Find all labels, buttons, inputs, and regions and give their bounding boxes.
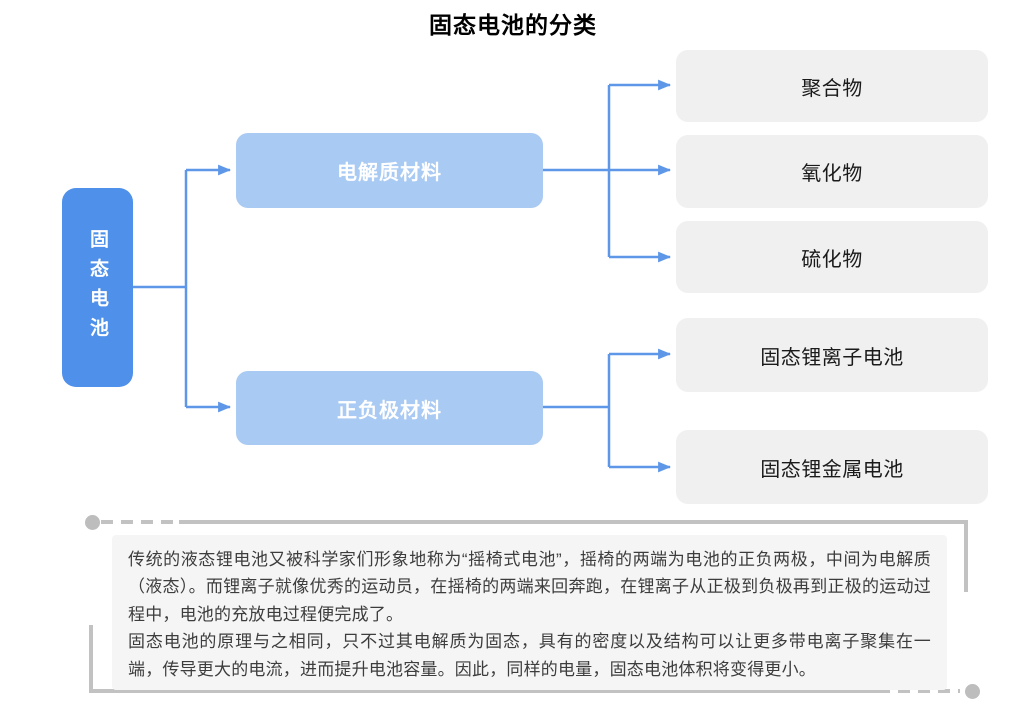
frame-line-top <box>179 520 968 524</box>
frame-line-bottom <box>89 689 878 693</box>
node-leaf-sulfide: 硫化物 <box>676 221 988 293</box>
node-leaf-solid-li-metal-battery: 固态锂金属电池 <box>676 430 988 504</box>
note-paragraph-liquid-battery: 传统的液态锂电池又被科学家们形象地称为“摇椅式电池”，摇椅的两端为电池的正负两极… <box>128 550 931 624</box>
node-root-solid-state-battery: 固态电池 <box>62 188 133 387</box>
node-leaf-solid-li-ion-battery: 固态锂离子电池 <box>676 318 988 392</box>
note-paragraph-solid-battery: 固态电池的原理与之相同，只不过其电解质为固态，具有的密度以及结构可以让更多带电离… <box>128 632 931 679</box>
frame-line-right <box>964 520 968 592</box>
node-branch-electrolyte-materials: 电解质材料 <box>236 133 543 208</box>
dash-endpoint-dot-bottom-right <box>965 684 980 699</box>
page-title: 固态电池的分类 <box>429 12 597 38</box>
dash-endpoint-dot-top-left <box>85 515 100 530</box>
frame-line-left <box>89 625 93 692</box>
dashed-line-bottom <box>878 689 960 693</box>
node-branch-electrode-materials: 正负极材料 <box>236 371 543 445</box>
node-leaf-oxide: 氧化物 <box>676 135 988 208</box>
note-box: 传统的液态锂电池又被科学家们形象地称为“摇椅式电池”，摇椅的两端为电池的正负两极… <box>112 535 947 690</box>
dashed-line-top <box>101 520 181 524</box>
node-leaf-polymer: 聚合物 <box>676 50 988 122</box>
